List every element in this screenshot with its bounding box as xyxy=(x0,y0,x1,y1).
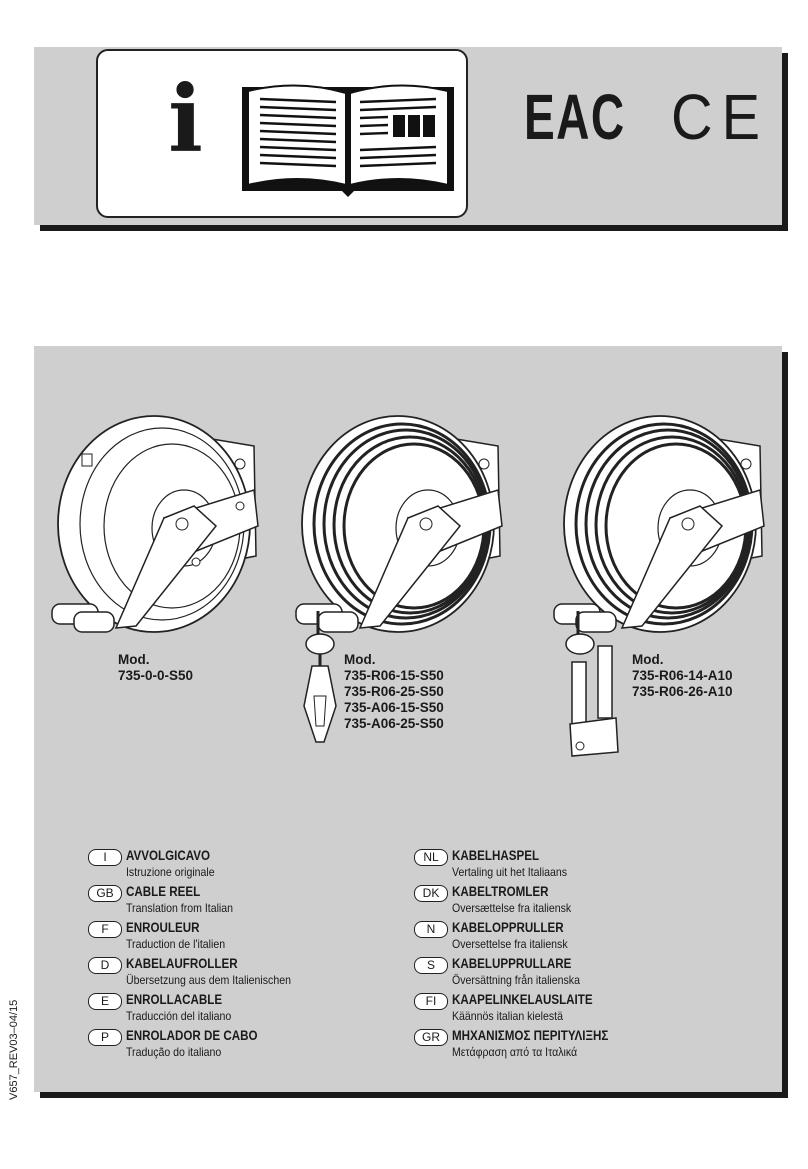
language-title: ΜΗΧΑΝΙΣΜΟΣ ΠΕΡΙΤΥΛΙΞΗΣ xyxy=(452,1028,609,1043)
main-panel: Mod. 735-0-0-S50 Mod. 735-R06-15-S50 735… xyxy=(34,346,782,1092)
model-code: 735-R06-15-S50 xyxy=(344,668,444,683)
language-subtitle: Traducción del italiano xyxy=(126,1009,232,1023)
language-title: KAAPELINKELAUSLAITE xyxy=(452,992,593,1007)
language-title: KABELTROMLER xyxy=(452,884,549,899)
language-subtitle: Istruzione originale xyxy=(126,865,215,879)
language-code: FI xyxy=(414,993,448,1010)
model-label-2: Mod. 735-R06-15-S50 735-R06-25-S50 735-A… xyxy=(344,652,444,731)
language-code: DK xyxy=(414,885,448,902)
model-label-1: Mod. 735-0-0-S50 xyxy=(118,652,194,683)
model-code: 735-R06-26-A10 xyxy=(632,684,733,699)
cable-reel-illustration-1 xyxy=(51,415,259,633)
language-subtitle: Vertaling uit het Italiaans xyxy=(452,865,568,879)
language-title: ENROLLACABLE xyxy=(126,992,223,1007)
language-title: AVVOLGICAVO xyxy=(126,848,211,863)
language-code: S xyxy=(414,957,448,974)
document-code: V657_REV03–04/15 xyxy=(8,999,20,1100)
ce-mark: CE xyxy=(671,81,770,153)
model-code: 735-A06-15-S50 xyxy=(344,700,444,715)
language-subtitle: Traduction de l'italien xyxy=(126,937,226,951)
language-subtitle: Übersetzung aus dem Italienischen xyxy=(126,973,291,987)
language-subtitle: Tradução do italiano xyxy=(126,1045,222,1059)
language-code: GR xyxy=(414,1029,448,1046)
eac-mark: EAC xyxy=(524,81,626,153)
model-code: 735-0-0-S50 xyxy=(118,668,194,683)
model-code: 735-R06-25-S50 xyxy=(344,684,444,699)
language-code: I xyxy=(88,849,122,866)
language-code: F xyxy=(88,921,122,938)
cable-reel-illustration-3 xyxy=(553,415,765,757)
language-subtitle: Översättning från italienska xyxy=(452,973,580,987)
language-subtitle: Oversettelse fra italiensk xyxy=(452,937,568,951)
model-code: 735-A06-25-S50 xyxy=(344,716,444,731)
language-code: NL xyxy=(414,849,448,866)
certification-marks: EAC CE xyxy=(524,85,780,149)
cable-reel-illustration-2 xyxy=(295,415,503,743)
language-code: P xyxy=(88,1029,122,1046)
language-title: KABELUPPRULLARE xyxy=(452,956,572,971)
language-subtitle: Μετάφραση από τα Ιταλικά xyxy=(452,1045,578,1059)
language-title: CABLE REEL xyxy=(126,884,201,899)
language-subtitle: Käännös italian kielestä xyxy=(452,1009,563,1023)
read-manual-box: i xyxy=(96,49,468,218)
info-symbol: i xyxy=(168,65,203,173)
language-code: E xyxy=(88,993,122,1010)
language-title: KABELAUFROLLER xyxy=(126,956,238,971)
language-title: KABELHASPEL xyxy=(452,848,540,863)
language-title: ENROULEUR xyxy=(126,920,200,935)
model-code: 735-R06-14-A10 xyxy=(632,668,733,683)
language-code: N xyxy=(414,921,448,938)
language-code: GB xyxy=(88,885,122,902)
open-manual-book-icon xyxy=(242,84,454,197)
model-label-3: Mod. 735-R06-14-A10 735-R06-26-A10 xyxy=(632,652,733,699)
language-title: ENROLADOR DE CABO xyxy=(126,1028,258,1043)
language-subtitle: Translation from Italian xyxy=(126,901,234,915)
language-title: KABELOPPRULLER xyxy=(452,920,564,935)
header-panel: i EAC CE xyxy=(34,47,782,225)
language-subtitle: Oversættelse fra italiensk xyxy=(452,901,572,915)
language-code: D xyxy=(88,957,122,974)
